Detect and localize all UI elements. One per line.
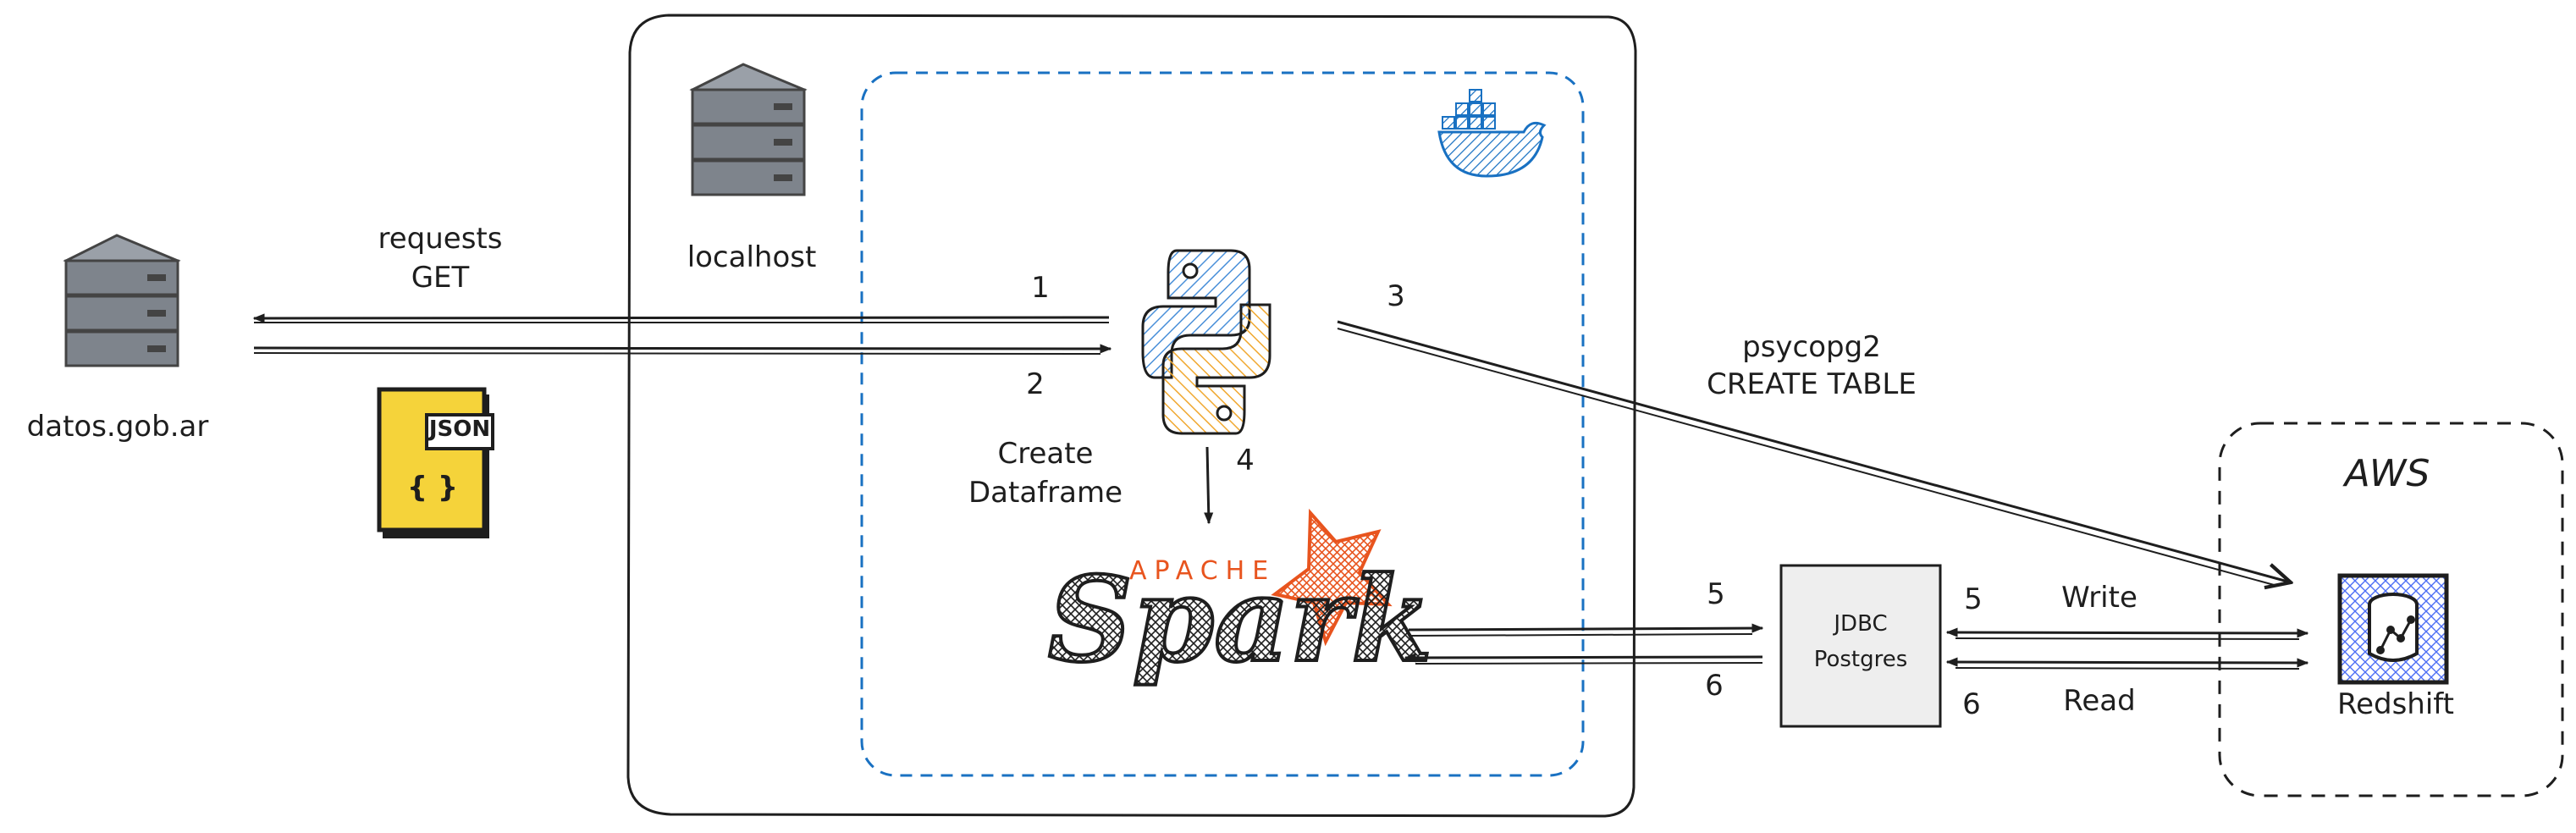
requests-label-line2: GET	[411, 261, 470, 295]
localhost-container	[626, 14, 1637, 818]
step-1-label: 1	[1031, 271, 1050, 305]
spark-apache-label: APACHE	[1129, 556, 1276, 586]
docker-container	[860, 71, 1585, 777]
spark-wordmark: Spark	[1048, 550, 1432, 688]
jdbc-box	[1779, 564, 1942, 728]
step-6-left-label: 6	[1705, 669, 1724, 703]
psycopg-label-line2: CREATE TABLE	[1707, 367, 1917, 401]
arrow-create-table	[1337, 320, 2291, 586]
json-braces-label: { }	[406, 471, 459, 505]
step-5-right-label: 5	[1964, 582, 1983, 616]
server-icon	[63, 234, 181, 367]
write-label: Write	[2061, 581, 2137, 615]
python-logo-icon	[1141, 249, 1271, 435]
docker-whale-icon	[1437, 89, 1547, 178]
step-3-label: 3	[1387, 279, 1405, 313]
arrow-read	[1945, 657, 2309, 670]
server-icon	[689, 63, 808, 196]
create-dataframe-line2: Dataframe	[968, 476, 1123, 510]
arrow-write	[1945, 627, 2309, 640]
arrow-jdbc-to-spark	[1404, 653, 1763, 665]
localhost-label: localhost	[687, 240, 817, 274]
json-tag-label: JSON	[428, 416, 491, 442]
create-dataframe-line1: Create	[997, 437, 1094, 471]
redshift-label: Redshift	[2336, 687, 2454, 721]
jdbc-label-line2: Postgres	[1813, 647, 1908, 672]
arrow-request	[252, 313, 1110, 323]
arrow-response	[253, 344, 1112, 355]
aws-container	[2218, 422, 2564, 797]
jdbc-label-line1: JDBC	[1834, 611, 1888, 637]
read-label: Read	[2063, 684, 2136, 718]
requests-label-line1: requests	[378, 222, 503, 256]
redshift-database-icon	[2337, 573, 2449, 685]
step-4-label: 4	[1236, 444, 1255, 477]
step-5-left-label: 5	[1707, 577, 1725, 611]
step-6-right-label: 6	[1962, 687, 1981, 721]
aws-label: AWS	[2344, 452, 2430, 495]
psycopg-label-line1: psycopg2	[1742, 330, 1881, 364]
arrow-spark-to-jdbc	[1408, 623, 1764, 637]
datos-label: datos.gob.ar	[26, 410, 209, 444]
arrow-create-dataframe	[1204, 446, 1214, 525]
json-file-icon	[377, 387, 494, 538]
step-2-label: 2	[1026, 367, 1045, 401]
apache-spark-logo-icon: Spark APACHE	[1046, 508, 1434, 690]
